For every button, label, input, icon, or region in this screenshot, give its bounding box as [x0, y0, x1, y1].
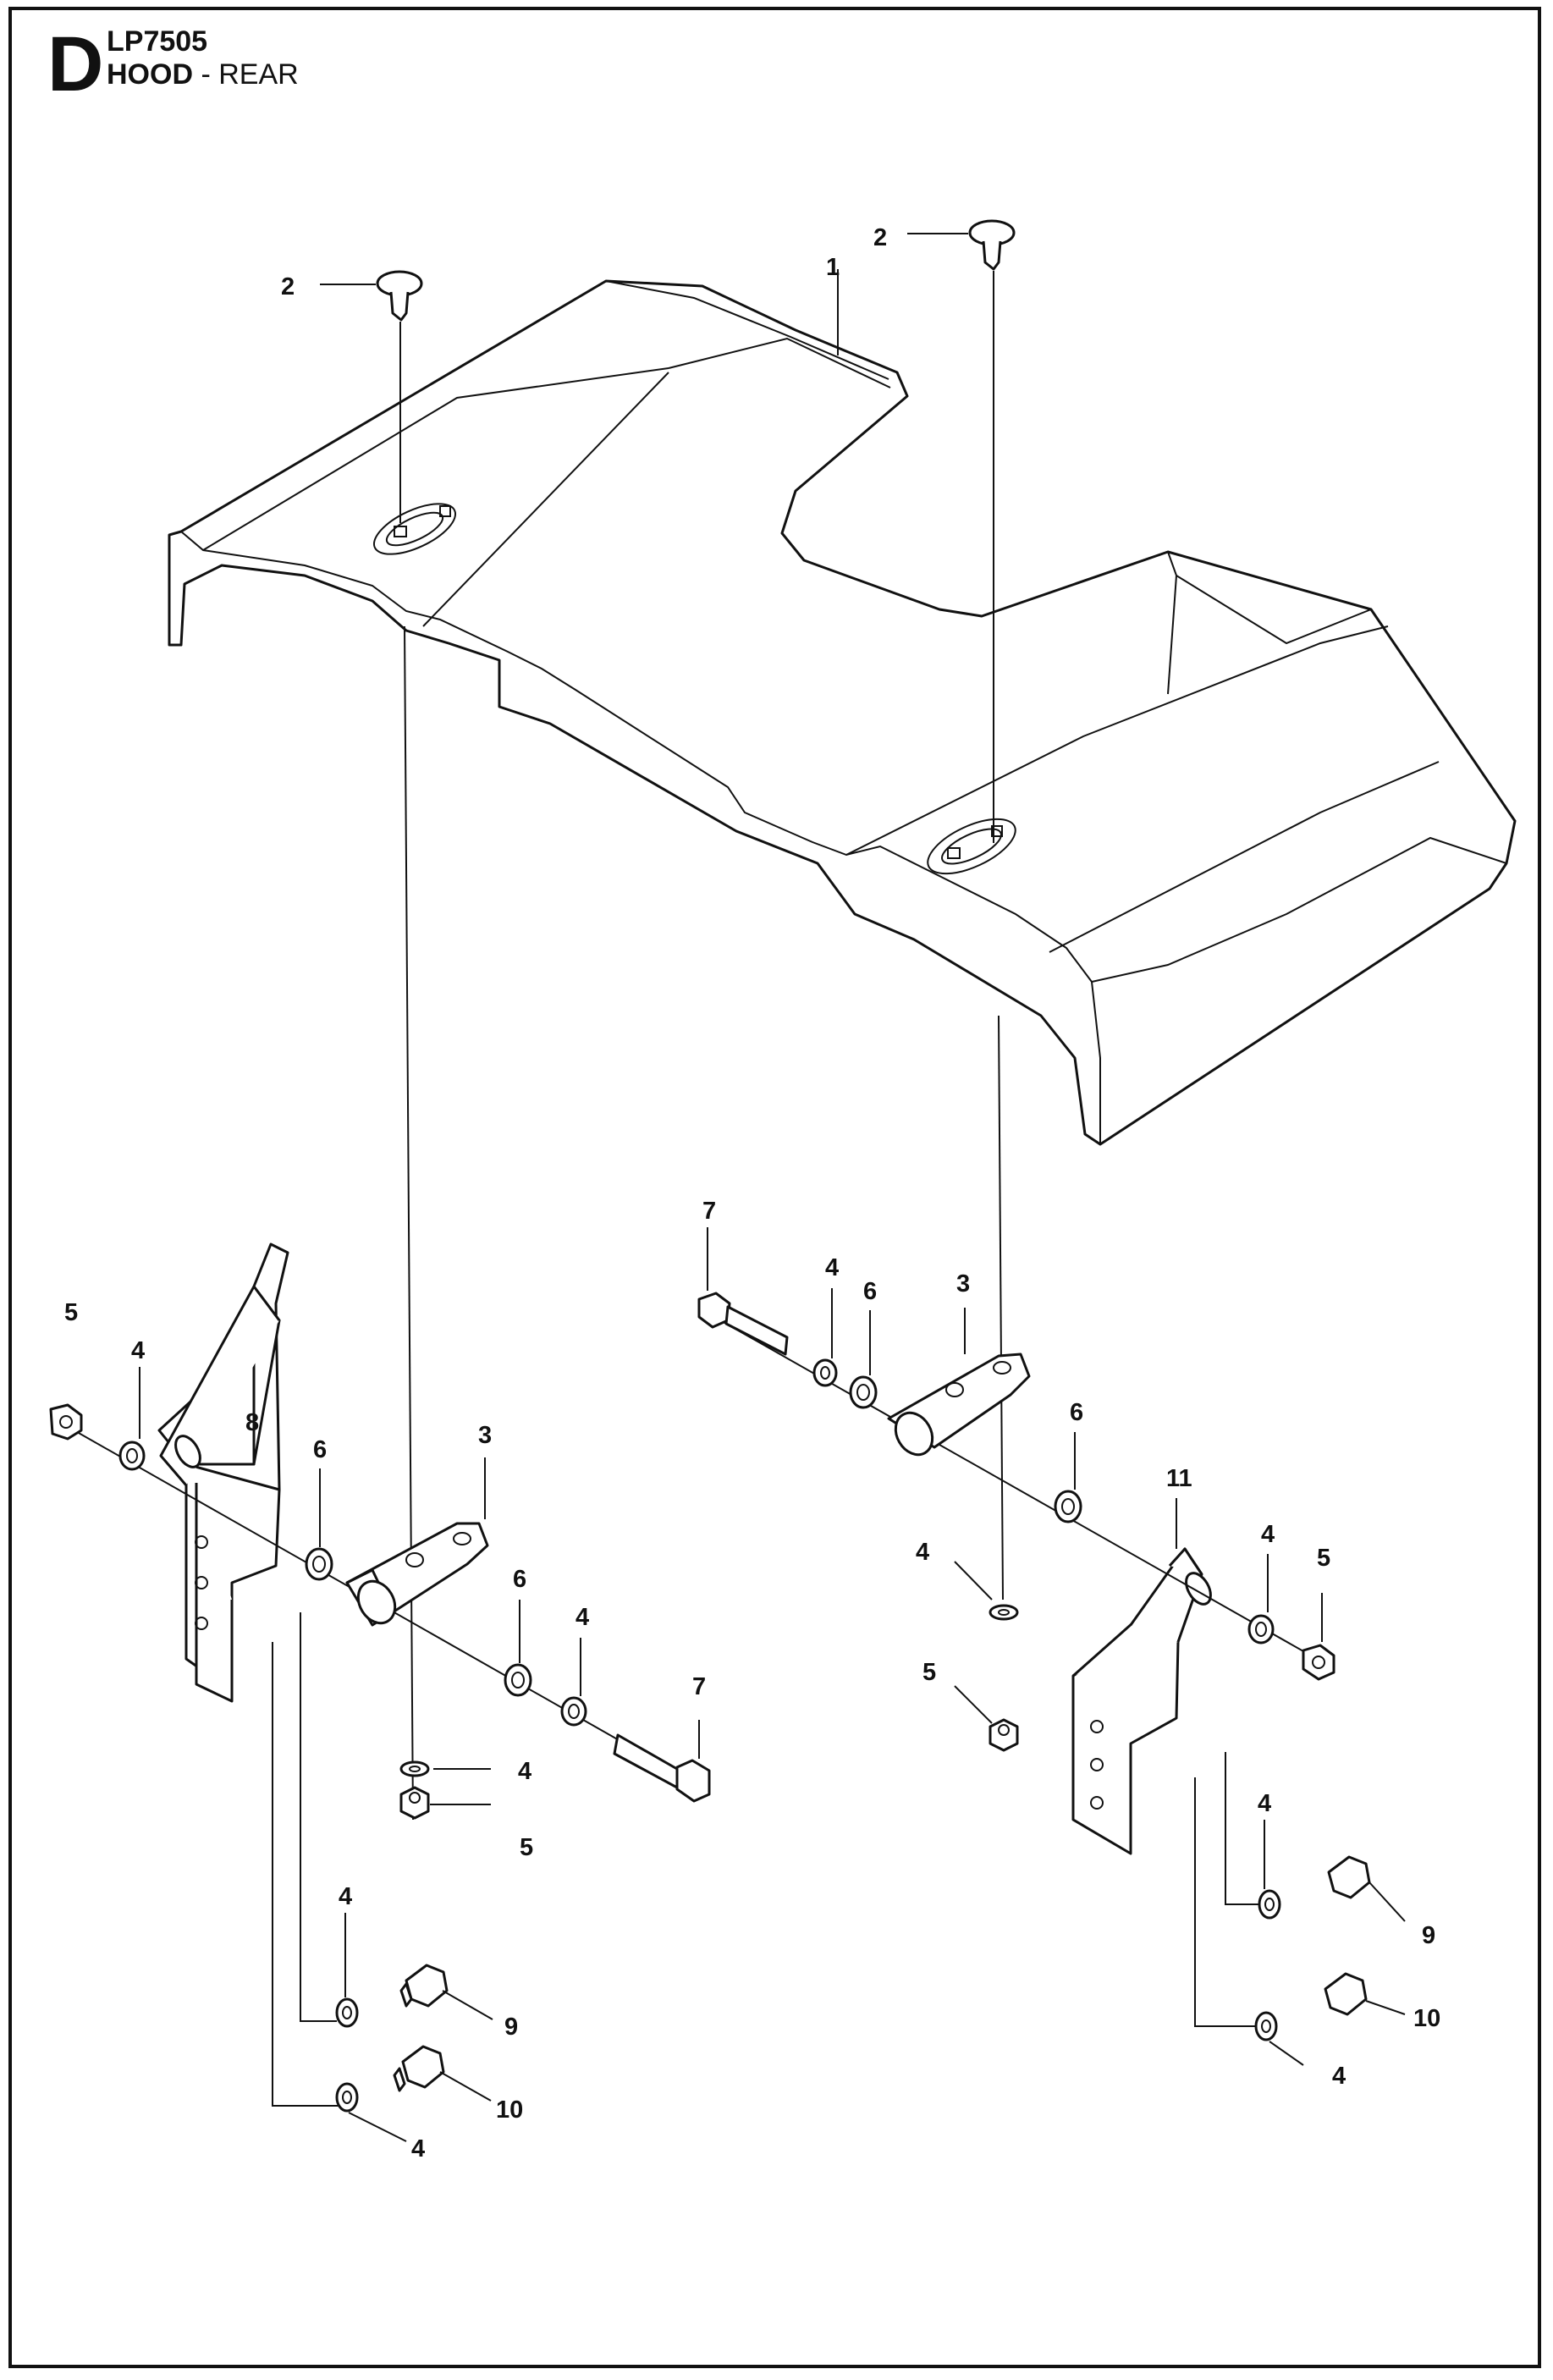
callout-8: 8 — [245, 1409, 259, 1436]
push-fastener-right — [907, 219, 1016, 843]
spacer-6-left — [305, 1547, 333, 1581]
bolt-10-right — [1254, 1972, 1368, 2041]
callout-10-left: 10 — [496, 2096, 523, 2124]
callout-leaders — [139, 1227, 1406, 2142]
nut-5-right-lower — [989, 1718, 1019, 1752]
washer-4-left-top — [118, 1441, 146, 1471]
washer-4-right-top — [812, 1358, 838, 1387]
callout-10-right: 10 — [1413, 2005, 1440, 2032]
callout-9-right: 9 — [1422, 1922, 1435, 1949]
callout-4-right-bolt9: 4 — [1258, 1790, 1271, 1817]
callout-6-left-2: 6 — [513, 1566, 526, 1593]
diagram-title: HOOD - REAR — [107, 58, 299, 91]
callout-5-left-lower: 5 — [520, 1834, 533, 1861]
callout-1: 1 — [826, 254, 840, 281]
leader-left-bracket-lower — [272, 1642, 339, 2107]
callout-6-left: 6 — [313, 1436, 327, 1463]
callout-3-right: 3 — [956, 1270, 970, 1297]
nut-5-left-top — [49, 1403, 83, 1441]
nut-5-left-lower — [399, 1786, 430, 1820]
spacer-6-right-2 — [1054, 1490, 1082, 1523]
callout-4-right-bottom: 4 — [1332, 2063, 1346, 2090]
callout-5-left-top: 5 — [64, 1299, 78, 1326]
hinge-bracket-right — [1071, 1547, 1212, 1855]
leader-left-bracket — [300, 1612, 337, 2022]
rear-hood — [168, 279, 1517, 1146]
callout-6-right-2: 6 — [1070, 1399, 1083, 1426]
callout-9-left: 9 — [504, 2014, 518, 2041]
washer-4-right-mid — [1247, 1614, 1275, 1645]
callout-4-left-bottom: 4 — [411, 2135, 425, 2162]
bolt-7-right — [697, 1292, 789, 1356]
callout-4-left-top: 4 — [131, 1337, 145, 1364]
callout-3-left: 3 — [478, 1422, 492, 1449]
title-bold: HOOD — [107, 58, 193, 91]
callout-6-right: 6 — [863, 1278, 877, 1305]
section-letter: D — [47, 21, 104, 107]
callout-7-right: 7 — [702, 1198, 716, 1225]
leader-right-bracket — [1225, 1752, 1269, 1905]
callout-5-right-lower: 5 — [922, 1659, 936, 1686]
callout-4-left-mid: 4 — [575, 1604, 589, 1631]
callout-numbers: 1 2 2 3 3 4 4 4 4 4 4 4 4 4 4 4 5 5 5 5 … — [64, 224, 1440, 2162]
spacer-6-right — [849, 1375, 878, 1409]
hinge-3-left — [345, 1522, 489, 1627]
bolt-9-right — [1258, 1855, 1371, 1920]
leader-right-bracket-lower — [1194, 1777, 1264, 2027]
callout-4-right-top: 4 — [825, 1254, 839, 1281]
hinge-bracket-left — [157, 1242, 289, 1703]
bolt-9-left — [335, 1964, 449, 2028]
washer-4-left-lower — [399, 1760, 430, 1777]
diagram-frame — [8, 7, 1541, 2368]
model-code: LP7505 — [107, 25, 208, 58]
spacer-6-left-2 — [504, 1663, 532, 1697]
callout-5-right-top: 5 — [1317, 1545, 1330, 1572]
callout-4-left-lower: 4 — [518, 1758, 531, 1785]
leader-right-vertical — [998, 1015, 1004, 1600]
callout-11: 11 — [1166, 1465, 1192, 1492]
nut-5-right-top — [1302, 1644, 1335, 1681]
callout-4-left-bolt9: 4 — [339, 1883, 352, 1910]
callout-4-right-lower: 4 — [916, 1539, 929, 1566]
hinge-3-right — [887, 1353, 1031, 1457]
push-fastener-left — [320, 270, 423, 523]
title-rest: - REAR — [193, 58, 299, 91]
bolt-7-left — [613, 1733, 711, 1803]
callout-4-right-mid: 4 — [1261, 1521, 1275, 1548]
right-hinge-axis — [702, 1309, 1330, 1667]
washer-4-right-lower — [989, 1604, 1019, 1621]
leader-left-vertical — [404, 625, 414, 1821]
callout-2-right: 2 — [873, 224, 887, 251]
callout-7-left: 7 — [692, 1673, 706, 1700]
bolt-10-left — [335, 2045, 445, 2113]
washer-4-left-mid — [560, 1696, 587, 1727]
callout-2-left: 2 — [281, 273, 295, 300]
